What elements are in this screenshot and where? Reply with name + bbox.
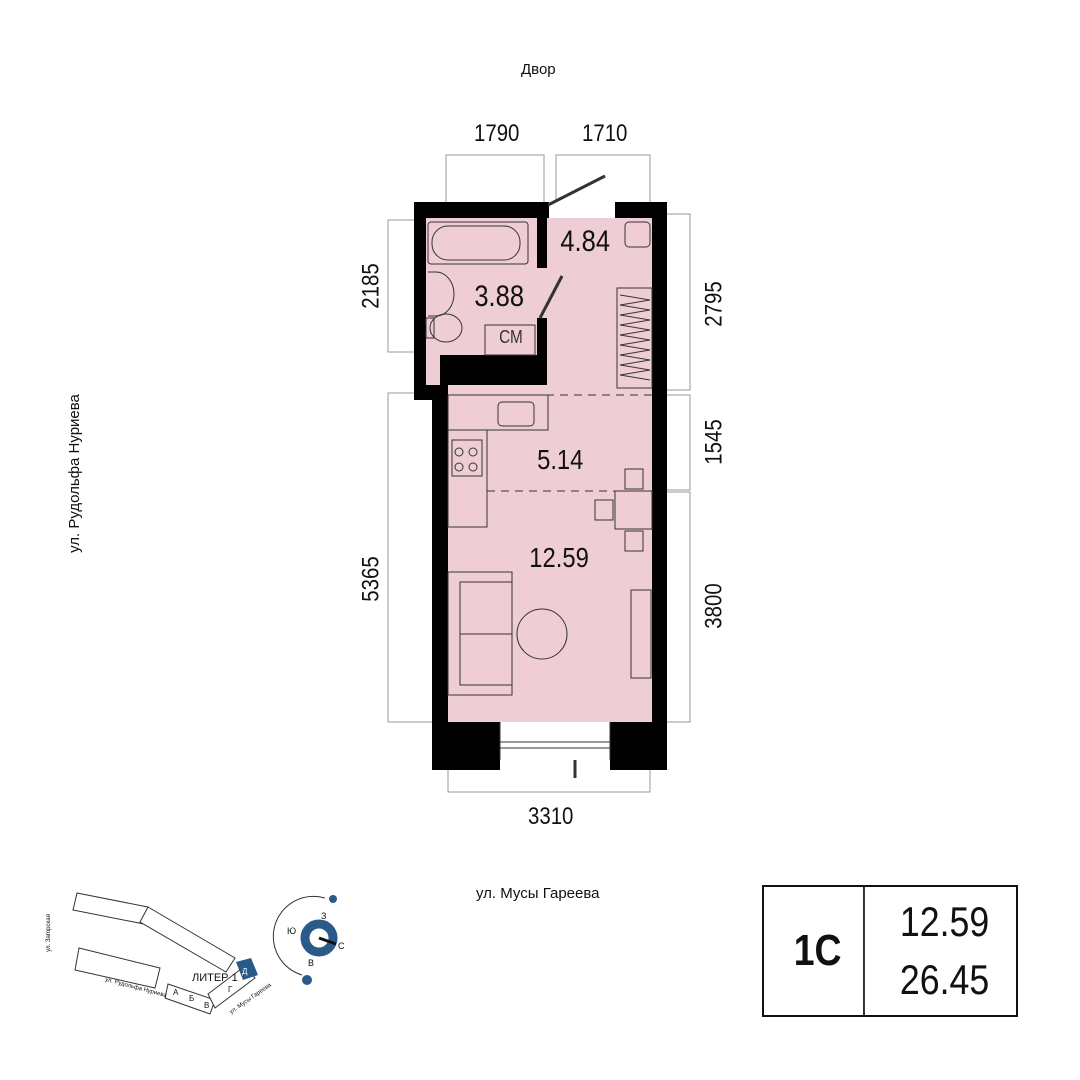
- room-area-living: 12.59: [529, 542, 589, 573]
- site-plan-title: ЛИТЕР 1: [192, 972, 238, 984]
- dim-top-right: 1710: [582, 120, 628, 147]
- compass-n: С: [338, 941, 345, 951]
- dim-top-left: 1790: [474, 120, 520, 147]
- total-area: 26.45: [899, 956, 990, 1003]
- section-b: Б: [189, 994, 195, 1003]
- compass-w: З: [321, 911, 327, 921]
- section-a: А: [173, 988, 179, 997]
- compass: [272, 895, 338, 985]
- dimension-lines: [387, 154, 691, 793]
- yard-label: Двор: [521, 61, 556, 78]
- section-g: Г: [228, 985, 233, 994]
- compass-s: Ю: [287, 926, 297, 936]
- section-d-highlight: [236, 958, 258, 980]
- dim-right-top: 2795: [700, 281, 728, 327]
- room-area-hall: 4.84: [560, 225, 611, 258]
- apartment-type: 1С: [772, 887, 865, 1015]
- room-area-kitchen: 5.14: [537, 444, 584, 475]
- dim-right-bottom: 3800: [700, 583, 728, 629]
- room-fill: [426, 218, 652, 722]
- section-v: В: [204, 1001, 210, 1010]
- living-area: 12.59: [899, 898, 990, 945]
- dim-left-top: 2185: [357, 263, 385, 309]
- walls: [414, 202, 667, 770]
- dim-right-mid: 1545: [700, 419, 728, 465]
- street-left-label: ул. Рудольфа Нуриева: [65, 394, 83, 553]
- room-area-bathroom: 3.88: [474, 280, 525, 313]
- section-d: Д: [242, 967, 248, 976]
- street-zagorskaya: ул. Загорская: [45, 914, 52, 952]
- dim-left-bottom: 5365: [357, 556, 385, 602]
- washer-label: СМ: [499, 327, 523, 347]
- compass-e: В: [308, 958, 315, 968]
- fixtures: [425, 174, 653, 778]
- apartment-info-box: 1С 12.59 26.45: [762, 885, 1018, 1017]
- site-plan-buildings: [72, 892, 256, 1015]
- dim-bottom: 3310: [528, 803, 574, 830]
- street-bottom-label: ул. Мусы Гареева: [476, 885, 600, 902]
